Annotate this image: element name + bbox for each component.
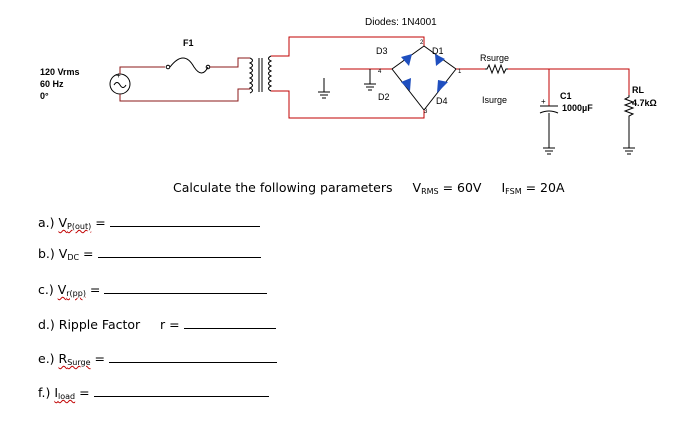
transformer-symbol [248, 55, 273, 94]
diode-d3-symbol [401, 54, 412, 66]
diode-d2-label: D2 [378, 92, 390, 102]
ground-symbol-bridge [364, 69, 376, 91]
diode-d1-symbol [435, 54, 445, 66]
capacitor-name: C1 [560, 91, 572, 101]
answer-blank-f[interactable] [93, 395, 269, 397]
question-c: c.) Vr(pp) = [38, 282, 268, 298]
source-phase-label: 0° [40, 91, 49, 101]
ifsm-given: IFSM = 20A [501, 180, 565, 196]
prompt-text: Calculate the following parameters [173, 180, 393, 195]
diode-d3-label: D3 [376, 46, 388, 56]
bridge-rectifier [391, 45, 457, 111]
output-top-wire [508, 68, 630, 95]
question-d: d.) Ripple Factor r = [38, 317, 276, 332]
question-b: b.) VDC = [38, 246, 261, 262]
fuse-label: F1 [183, 38, 194, 48]
load-resistor-symbol [623, 95, 635, 118]
node-3-label: 3 [424, 109, 428, 115]
ground-symbol-transformer [318, 78, 330, 99]
diode-d2-symbol [401, 78, 411, 91]
load-name: RL [632, 85, 644, 95]
ground-symbol-load [623, 118, 635, 155]
diode-d4-symbol [437, 80, 448, 93]
vrms-given: VRMS = 60V [412, 180, 482, 196]
question-f: f.) Iload = [38, 385, 269, 401]
source-voltage-label: 120 Vrms [40, 67, 80, 77]
isurge-label: Isurge [482, 95, 507, 105]
secondary-top-wire [271, 36, 425, 57]
capacitor-value: 1000µF [562, 103, 593, 113]
capacitor-polarity: + [541, 97, 546, 106]
question-e: e.) RSurge = [38, 351, 277, 367]
secondary-bottom-wire [271, 90, 425, 119]
calculation-prompt: Calculate the following parameters VRMS … [173, 180, 565, 196]
rsurge-symbol [485, 63, 508, 75]
answer-blank-c[interactable] [104, 292, 268, 294]
diode-d1-label: D1 [432, 46, 444, 56]
source-polarity: + [116, 71, 121, 80]
source-top-wire [119, 66, 165, 74]
capacitor-c1-symbol [539, 105, 559, 155]
source-frequency-label: 60 Hz [40, 79, 64, 89]
fuse-symbol [165, 57, 211, 74]
rsurge-label: Rsurge [480, 53, 509, 63]
node-2-label: 2 [420, 40, 424, 46]
rectifier-circuit-diagram: Diodes: 1N4001 120 Vrms 60 Hz 0° + F1 [40, 17, 657, 155]
fuse-to-transformer-wire [210, 57, 250, 68]
answer-blank-a[interactable] [109, 225, 260, 227]
node-4-label: 4 [378, 69, 382, 75]
load-value: 4.7kΩ [632, 98, 657, 108]
source-bottom-wire [119, 88, 250, 102]
question-a: a.) VP(out) = [38, 215, 260, 231]
answer-blank-e[interactable] [108, 361, 277, 363]
diodes-label: Diodes: 1N4001 [365, 17, 437, 28]
diode-d4-label: D4 [436, 96, 448, 106]
answer-blank-b[interactable] [97, 256, 261, 258]
node-1-label: 1 [458, 69, 462, 75]
ac-source-symbol: + [109, 71, 131, 95]
answer-blank-d[interactable] [183, 327, 276, 329]
